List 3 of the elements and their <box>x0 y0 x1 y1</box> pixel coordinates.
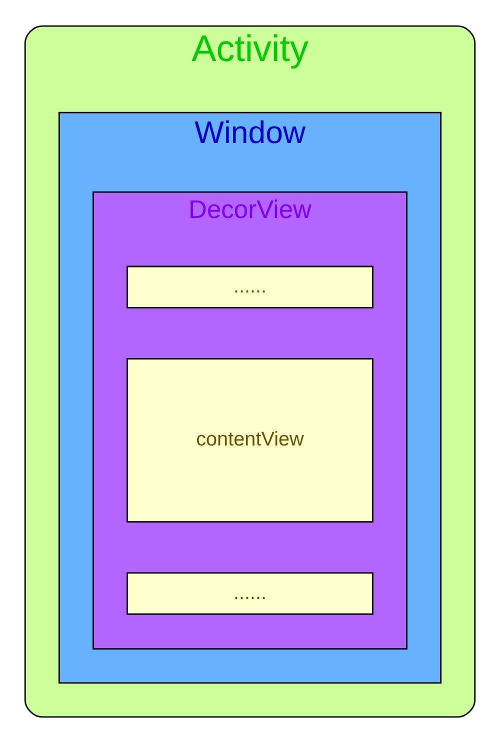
node-box: ...... <box>126 265 374 308</box>
node-box: ...... <box>126 572 374 614</box>
node-box: contentView <box>126 358 374 522</box>
